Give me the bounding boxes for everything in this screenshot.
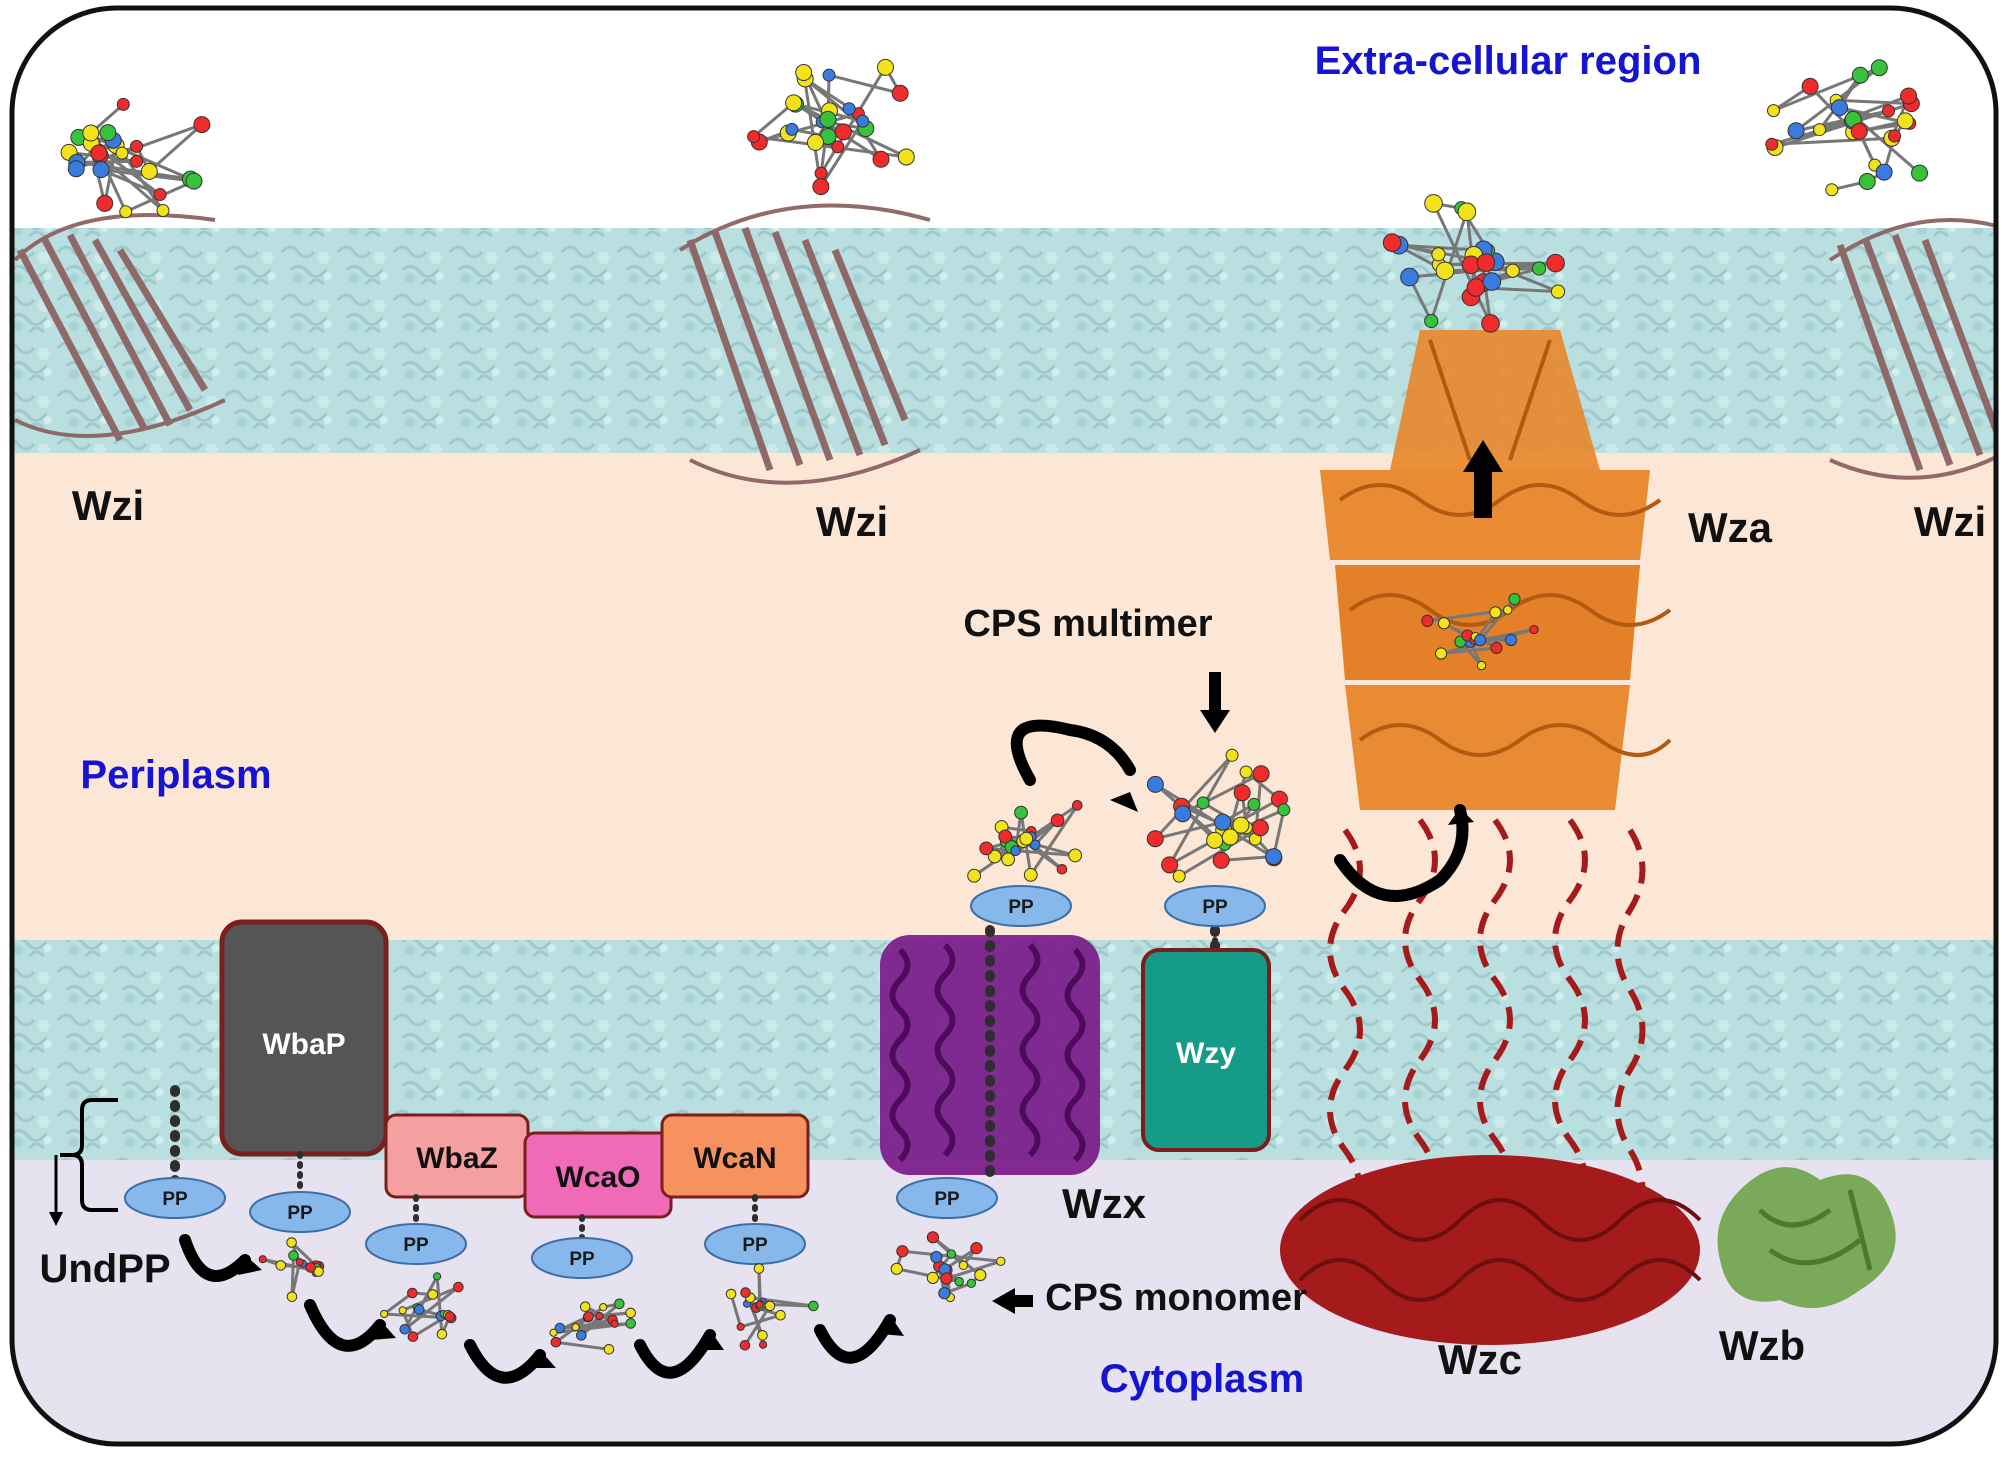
- label-wcao: WcaO: [555, 1161, 640, 1194]
- label-wbaz: WbaZ: [416, 1142, 498, 1175]
- label-wzi-1: Wzi: [72, 482, 144, 529]
- pp-label: PP: [287, 1203, 313, 1224]
- label-cps-multimer: CPS multimer: [963, 603, 1212, 645]
- pp-label: PP: [1202, 897, 1228, 918]
- pp-label: PP: [162, 1189, 188, 1210]
- label-cps-monomer: CPS monomer: [1045, 1277, 1307, 1319]
- wzc-kinase-domain: [1280, 1155, 1700, 1345]
- label-wzi-2: Wzi: [816, 498, 888, 545]
- pp-label: PP: [403, 1235, 429, 1256]
- pp-label: PP: [1008, 897, 1034, 918]
- label-wzy: Wzy: [1176, 1037, 1236, 1070]
- label-undpp: UndPP: [39, 1247, 170, 1291]
- label-wbap: WbaP: [262, 1028, 345, 1061]
- pp-label: PP: [569, 1249, 595, 1270]
- region-periplasm: Periplasm: [80, 753, 271, 797]
- label-wzx: Wzx: [1062, 1180, 1147, 1227]
- label-wzb: Wzb: [1719, 1322, 1805, 1369]
- label-wza: Wza: [1688, 504, 1773, 551]
- region-cytoplasm: Cytoplasm: [1100, 1357, 1305, 1401]
- pp-label: PP: [934, 1189, 960, 1210]
- label-wzi-3: Wzi: [1914, 498, 1986, 545]
- outer-membrane: [0, 228, 2008, 453]
- extracellular-region: [0, 0, 2008, 240]
- region-extracellular: Extra-cellular region: [1315, 39, 1702, 83]
- pp-label: PP: [742, 1235, 768, 1256]
- label-wzc: Wzc: [1438, 1336, 1522, 1383]
- label-wcan: WcaN: [693, 1142, 776, 1175]
